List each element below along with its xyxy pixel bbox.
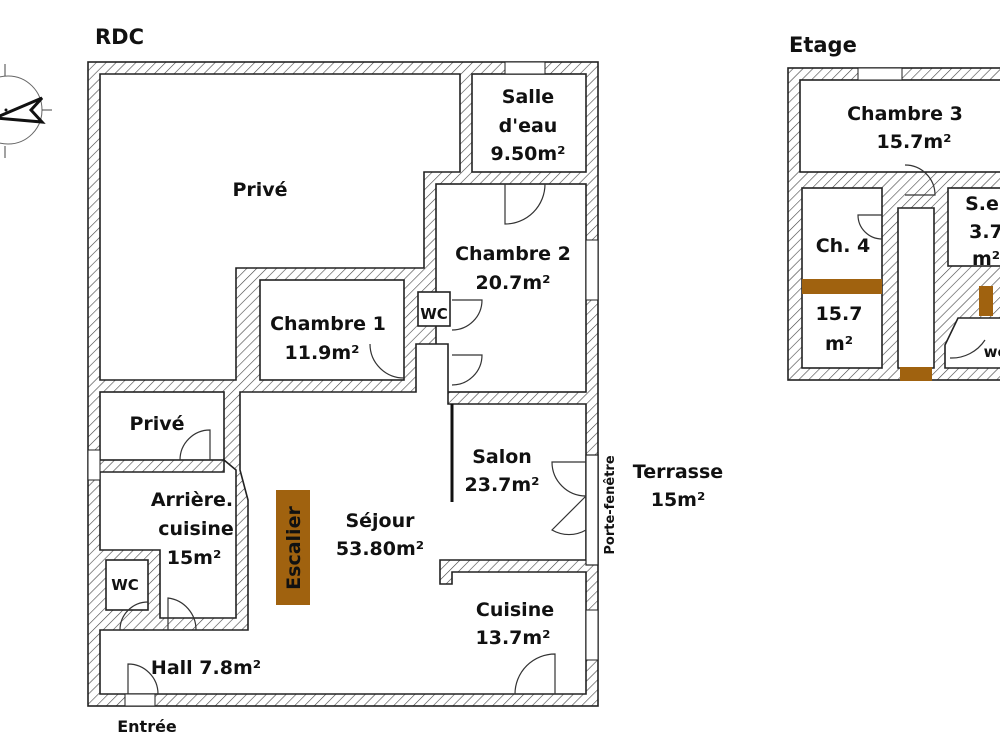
- staircase: [276, 490, 310, 605]
- room-cuisine: Cuisine: [476, 599, 554, 621]
- etage-title: Etage: [789, 33, 857, 57]
- room-area: 9.50m²: [491, 143, 566, 165]
- room-wc-top: WC: [420, 305, 448, 323]
- room-area: 11.9m²: [285, 342, 360, 364]
- etage-beam: [979, 286, 993, 316]
- room-label: cuisine: [158, 518, 234, 540]
- room-area: 15m²: [651, 489, 706, 511]
- room-area: 15.7: [816, 303, 863, 325]
- rdc-plan: [87, 61, 599, 707]
- etage-beam: [802, 279, 882, 294]
- room-chambre1: Chambre 1: [270, 313, 386, 335]
- room-area: m²: [972, 248, 1000, 270]
- room-prive: Privé: [232, 179, 287, 201]
- compass-icon: [0, 64, 52, 158]
- room-arriere-cuisine: Arrière.: [151, 489, 233, 511]
- etage-stair: [900, 367, 932, 381]
- room-prive-small: Privé: [129, 413, 184, 435]
- room-area: 15m²: [167, 547, 222, 569]
- room-chambre3: Chambre 3: [847, 103, 963, 125]
- room-salon: Salon: [472, 446, 532, 468]
- room-area: 20.7m²: [476, 272, 551, 294]
- etage-plan: [787, 67, 1000, 381]
- stair-label: Escalier: [283, 506, 305, 590]
- room-area: 23.7m²: [465, 474, 540, 496]
- room-chambre2: Chambre 2: [455, 243, 571, 265]
- entree-label: Entrée: [117, 717, 177, 736]
- room-salle-eau: Salle: [502, 86, 554, 108]
- room-area: 3.7: [969, 221, 1000, 243]
- room-wc-bottom: WC: [111, 576, 139, 594]
- room-sejour: Séjour: [345, 510, 415, 532]
- rdc-title: RDC: [95, 25, 144, 49]
- room-area: 53.80m²: [336, 538, 424, 560]
- room-ch4: Ch. 4: [816, 235, 871, 257]
- room-area: 15.7m²: [877, 131, 952, 153]
- room-wc-etage: wc: [984, 343, 1000, 361]
- room-area: 13.7m²: [476, 627, 551, 649]
- room-hall: Hall 7.8m²: [151, 657, 261, 679]
- terrasse-label: Terrasse: [633, 461, 723, 483]
- porte-fenetre-label: Porte-fenêtre: [603, 455, 618, 554]
- room-label: d'eau: [499, 115, 558, 137]
- room-area: m²: [825, 333, 853, 355]
- room-salle-eau-etage: S.e: [965, 193, 999, 215]
